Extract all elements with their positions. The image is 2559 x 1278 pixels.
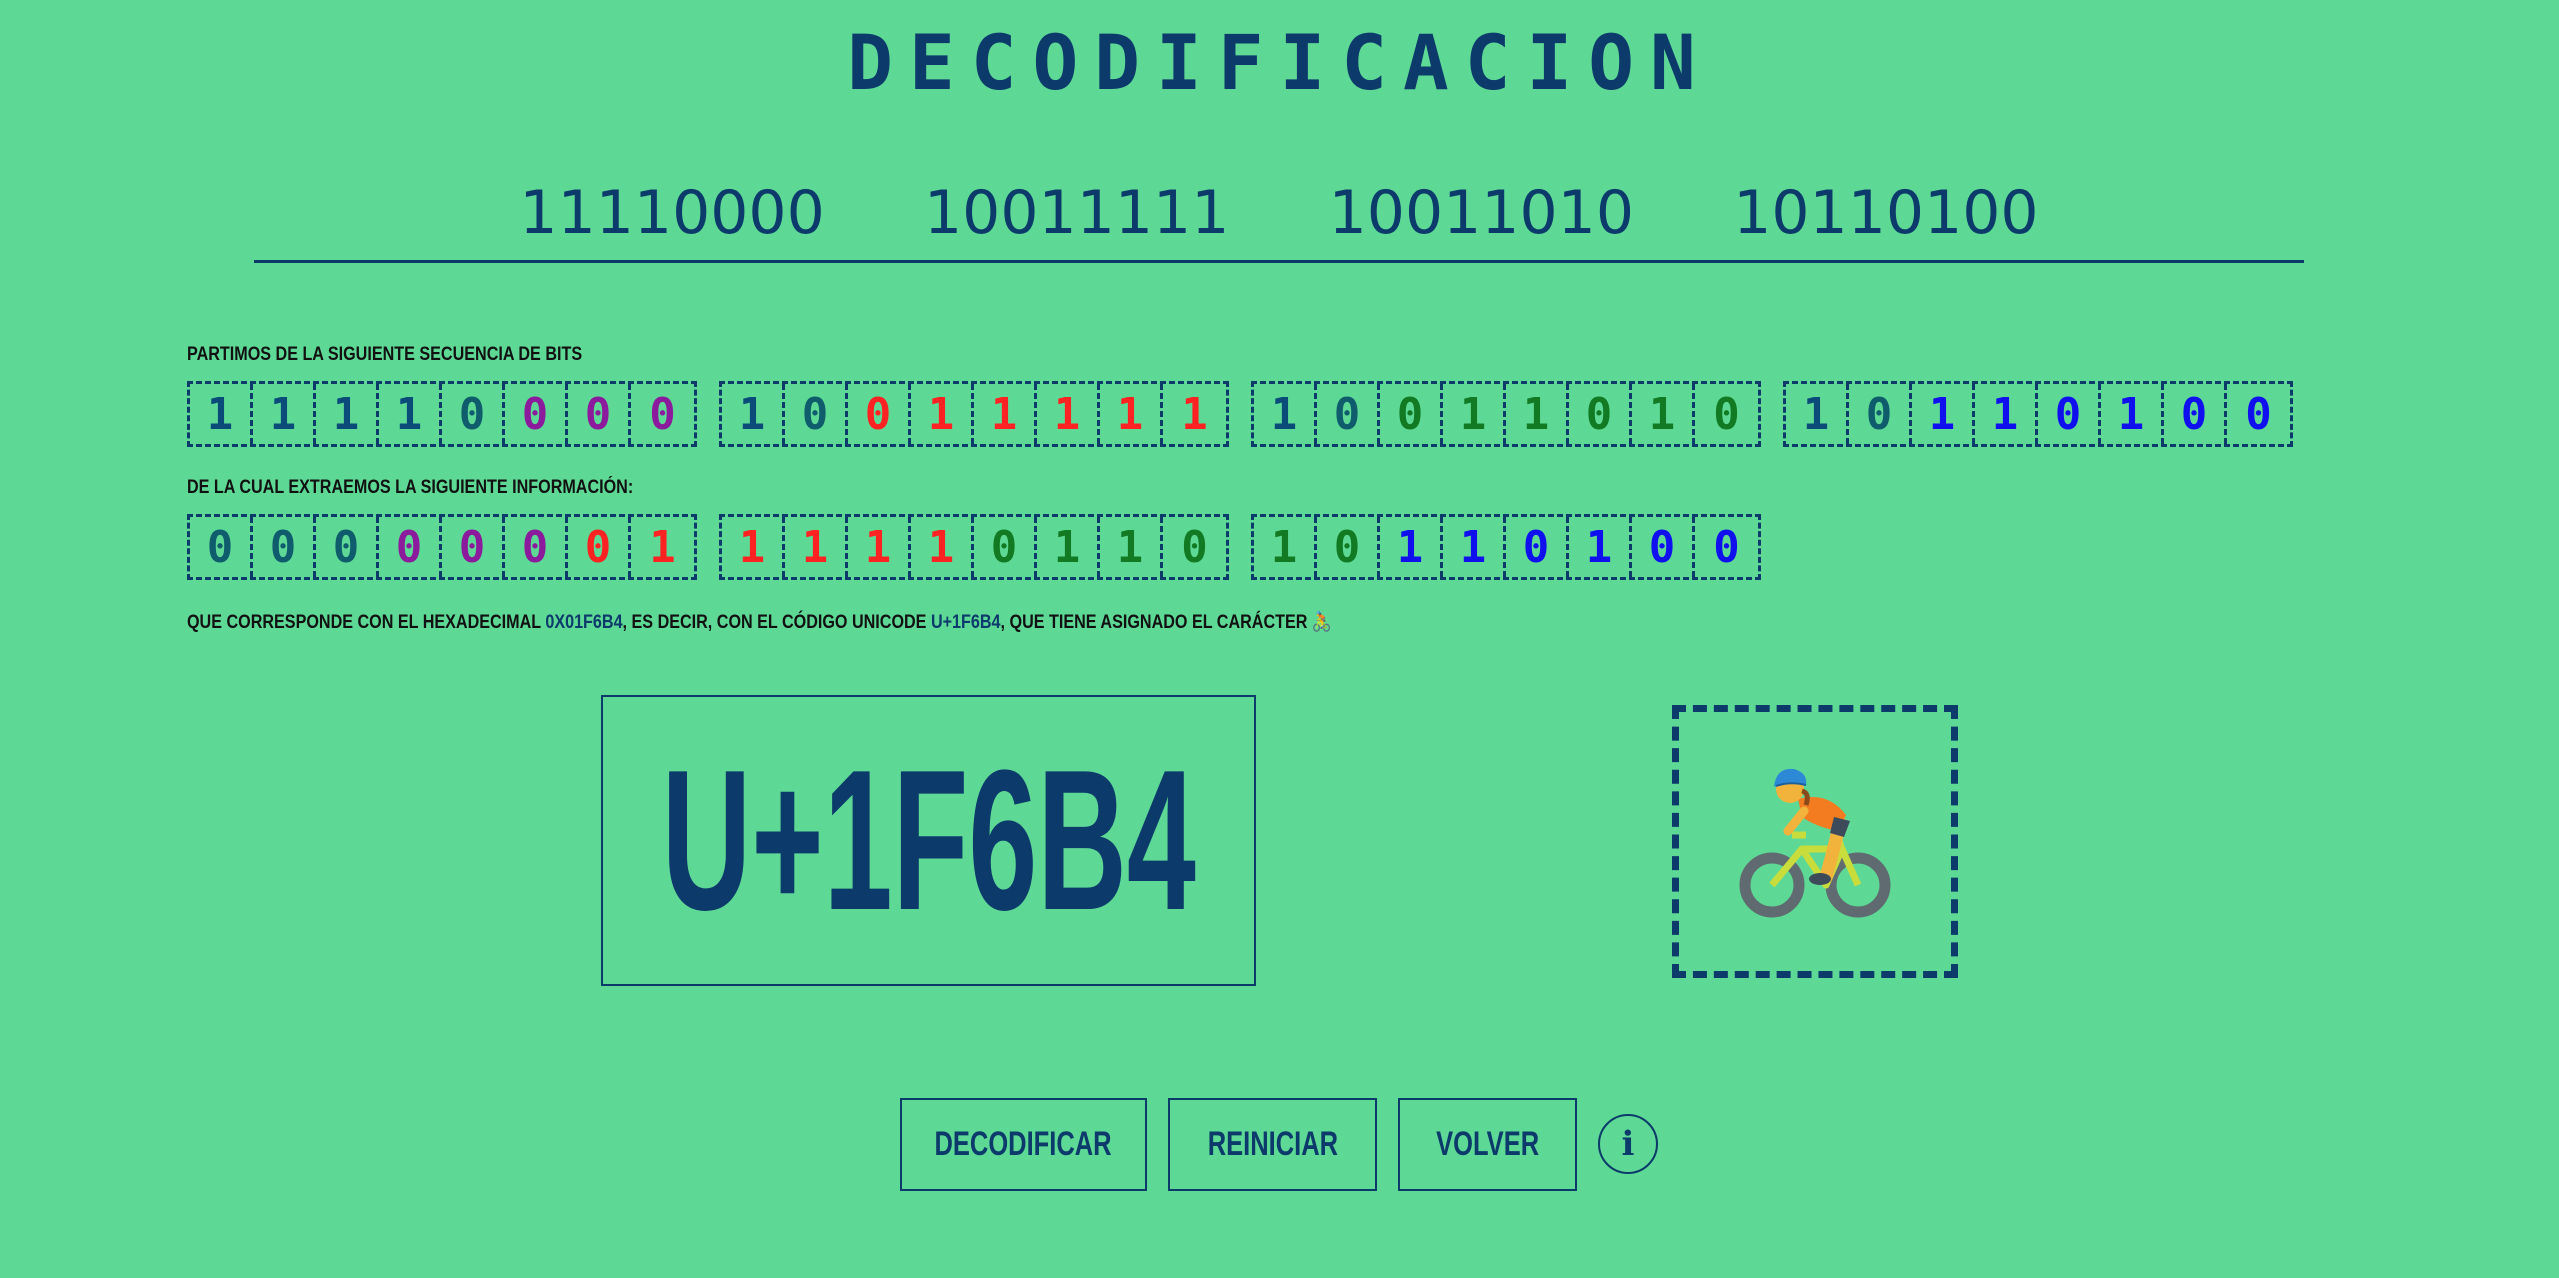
source-bit: 0 [2164, 384, 2227, 444]
source-bit: 1 [2101, 384, 2164, 444]
extracted-bit: 1 [1380, 517, 1443, 577]
bits-input-wrapper [254, 170, 2304, 263]
decode-button[interactable]: DECODIFICAR [900, 1098, 1147, 1191]
source-bit: 0 [1380, 384, 1443, 444]
extracted-bit: 1 [1569, 517, 1632, 577]
extracted-bit: 1 [1100, 517, 1163, 577]
sequence-label: PARTIMOS DE LA SIGUIENTE SECUENCIA DE BI… [187, 344, 583, 365]
info-button[interactable]: i [1598, 1114, 1658, 1174]
source-bit: 1 [722, 384, 785, 444]
source-bit: 1 [1100, 384, 1163, 444]
extracted-bit: 0 [505, 517, 568, 577]
source-bit: 1 [1975, 384, 2038, 444]
source-bit: 0 [848, 384, 911, 444]
extracted-bit: 1 [649, 521, 676, 573]
back-button-label: VOLVER [1436, 1125, 1539, 1163]
source-bit: 1 [1181, 388, 1208, 440]
extracted-bit: 0 [1713, 521, 1740, 573]
source-bit: 0 [1849, 384, 1912, 444]
result-label: QUE CORRESPONDE CON EL HEXADECIMAL 0X01F… [187, 610, 1332, 634]
back-button[interactable]: VOLVER [1398, 1098, 1577, 1191]
source-bit: 0 [1569, 384, 1632, 444]
unicode-value: U+1F6B4 [930, 612, 1001, 633]
extracted-bit: 1 [1037, 517, 1100, 577]
source-bit: 0 [568, 384, 631, 444]
unicode-code-text: U+1F6B4 [661, 728, 1196, 952]
source-bit: 1 [1443, 384, 1506, 444]
extracted-bit: 0 [568, 517, 631, 577]
source-bit: 1 [1632, 384, 1695, 444]
source-bit: 1 [379, 384, 442, 444]
page-title: DECODIFICACION [847, 18, 1712, 107]
source-bit: 0 [2245, 388, 2272, 440]
extracted-bit: 1 [722, 517, 785, 577]
source-bit: 1 [1786, 384, 1849, 444]
reset-button[interactable]: REINICIAR [1168, 1098, 1377, 1191]
reset-button-label: REINICIAR [1207, 1125, 1338, 1163]
source-bit: 0 [505, 384, 568, 444]
extracted-bit: 1 [911, 517, 974, 577]
extracted-bit: 0 [1506, 517, 1569, 577]
source-bit: 0 [2038, 384, 2101, 444]
extracted-bit: 1 [1443, 517, 1506, 577]
result-middle: , ES DECIR, CON EL CÓDIGO UNICODE [622, 612, 931, 633]
extracted-bit: 0 [1181, 521, 1208, 573]
extracted-bit: 0 [974, 517, 1037, 577]
extracted-bit: 0 [316, 517, 379, 577]
source-bit: 1 [911, 384, 974, 444]
character-preview-box [1672, 705, 1958, 978]
source-bit: 0 [1713, 388, 1740, 440]
extracted-bit: 0 [190, 517, 253, 577]
extracted-bit: 0 [253, 517, 316, 577]
result-suffix: , QUE TIENE ASIGNADO EL CARÁCTER [1000, 612, 1312, 633]
extracted-bit: 0 [1632, 517, 1695, 577]
extracted-bit: 0 [442, 517, 505, 577]
hex-value: 0X01F6B4 [545, 612, 623, 633]
result-prefix: QUE CORRESPONDE CON EL HEXADECIMAL [187, 612, 546, 633]
source-bit: 1 [974, 384, 1037, 444]
source-bit: 1 [316, 384, 379, 444]
decode-button-label: DECODIFICAR [934, 1125, 1113, 1163]
extracted-bit: 1 [848, 517, 911, 577]
source-bit: 1 [1912, 384, 1975, 444]
extracted-bit: 0 [379, 517, 442, 577]
extracted-bit: 0 [1317, 517, 1380, 577]
source-bit: 0 [785, 384, 848, 444]
source-bit: 1 [1506, 384, 1569, 444]
source-bit: 1 [1254, 384, 1317, 444]
extract-label: DE LA CUAL EXTRAEMOS LA SIGUIENTE INFORM… [187, 477, 634, 498]
source-bit: 0 [649, 388, 676, 440]
person-biking-icon [1739, 768, 1891, 917]
source-bit: 1 [253, 384, 316, 444]
unicode-code-display: U+1F6B4 [601, 695, 1256, 986]
result-char: 🚴 [1311, 612, 1333, 633]
info-icon: i [1621, 1124, 1635, 1164]
source-bit: 0 [1317, 384, 1380, 444]
extracted-bit: 1 [1254, 517, 1317, 577]
bits-input[interactable] [254, 170, 2304, 256]
extracted-bit: 1 [785, 517, 848, 577]
source-bit: 1 [1037, 384, 1100, 444]
source-bit: 0 [442, 384, 505, 444]
source-bit: 1 [190, 384, 253, 444]
